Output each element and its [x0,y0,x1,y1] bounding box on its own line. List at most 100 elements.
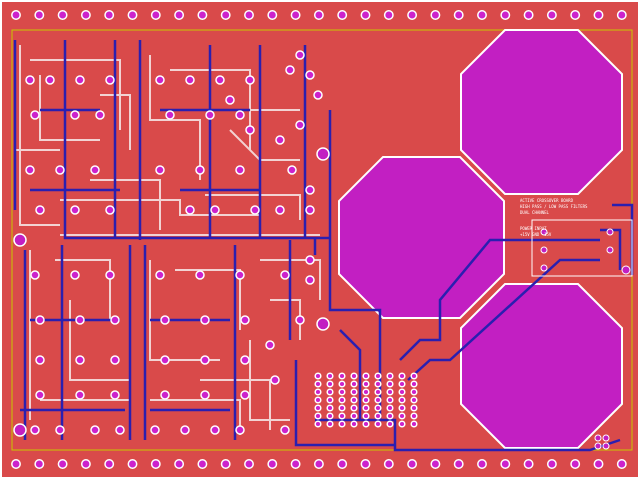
header-array-pad [398,396,406,404]
corner-pads [594,434,610,450]
power-connector-pin [606,246,614,254]
component-pad [305,205,315,215]
header-pad [570,459,581,469]
component-pad [90,425,100,435]
component-pad [285,65,295,75]
header-pad [104,459,115,469]
component-pad [165,110,175,120]
header-array-pad [338,404,346,412]
component-pad [105,75,115,85]
component-pad [295,315,305,325]
component-pad [295,50,305,60]
component-pad [35,390,45,400]
header-array-pad [314,412,322,420]
mount-hole-mid-upper [316,147,330,161]
header-array-pad [374,380,382,388]
component-pad [150,425,160,435]
header-array-pad [362,420,370,428]
component-pad [95,110,105,120]
header-pad [267,10,278,20]
component-pad [245,75,255,85]
power-connector-pin [606,228,614,236]
header-pad [360,10,371,20]
component-pad [105,205,115,215]
component-pad [250,205,260,215]
header-pad [174,459,185,469]
component-pad [287,165,297,175]
component-pad [305,185,315,195]
power-connector-pin [540,228,548,236]
header-pad [407,459,418,469]
header-pad [360,459,371,469]
header-pad [616,459,627,469]
header-pad [80,459,91,469]
header-array-pad [326,412,334,420]
cap-pad-bottom-right [460,283,623,449]
component-pad [110,315,120,325]
top-edge-header [11,10,627,20]
header-pad [34,10,45,20]
header-pad [104,10,115,20]
header-pad [546,459,557,469]
component-pad [35,355,45,365]
header-array-pad [374,404,382,412]
header-pad [150,10,161,20]
header-array-pad [374,396,382,404]
header-array-pad [410,372,418,380]
header-pad [500,459,511,469]
header-pad [290,10,301,20]
component-pad [235,110,245,120]
header-array-pad [350,420,358,428]
title-line-2: HIGH PASS / LOW PASS FILTERS [520,204,588,209]
power-connector-pin [621,265,631,275]
header-array-pad [398,420,406,428]
header-array-pad [386,404,394,412]
header-array-pad [398,372,406,380]
header-array-pad [350,388,358,396]
header-array-pad [362,404,370,412]
header-pad [500,10,511,20]
component-pad [160,390,170,400]
component-pad [195,270,205,280]
component-pad [235,165,245,175]
header-array-pad [362,380,370,388]
component-pad [115,425,125,435]
corner-pad [602,442,610,450]
component-pad [200,355,210,365]
header-pad [80,10,91,20]
header-array-pad [338,396,346,404]
component-pad [240,315,250,325]
mount-hole-left-lower [13,423,27,437]
mount-hole-mid-lower [316,317,330,331]
corner-pad [602,434,610,442]
component-pad [55,425,65,435]
header-array-pad [326,404,334,412]
header-pad [150,459,161,469]
component-pad [75,355,85,365]
header-pad [57,10,68,20]
header-array-pad [314,396,322,404]
component-pad [55,165,65,175]
component-pad [305,255,315,265]
header-array-pad [398,404,406,412]
cap-pad-middle [338,156,505,319]
header-array-pad [374,372,382,380]
component-pad [200,315,210,325]
component-pad [270,375,280,385]
header-array-pad [410,380,418,388]
header-pad [127,459,138,469]
component-pad [105,270,115,280]
component-pad [275,205,285,215]
header-array-pad [374,388,382,396]
component-pad [265,340,275,350]
header-array-pad [326,372,334,380]
header-pad [57,459,68,469]
header-pad [546,10,557,20]
component-pad [35,205,45,215]
corner-pad [594,434,602,442]
header-pad [453,10,464,20]
power-connector-pin [540,264,548,272]
header-array-pad [350,380,358,388]
